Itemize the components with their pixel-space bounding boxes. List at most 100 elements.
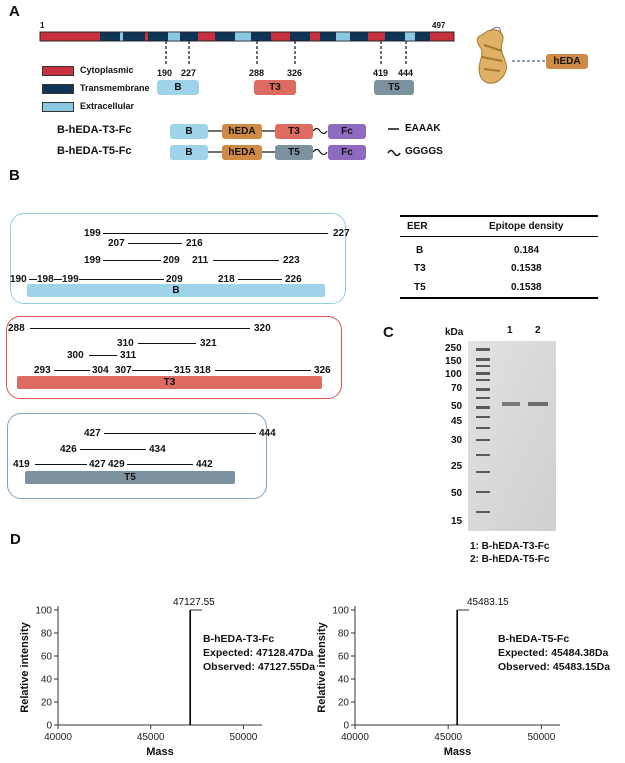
t5-epitope-right: 444: [259, 428, 276, 439]
marker-444: 444: [398, 68, 414, 78]
construct-2-name: B-hEDA-T5-Fc: [57, 145, 132, 157]
legend-cyto: Cytoplasmic: [80, 65, 134, 75]
ms2-x-tick-label: 45000: [434, 732, 462, 743]
construct-1-t3: T3: [275, 124, 313, 139]
marker-288: 288: [249, 68, 265, 78]
construct-1-heda: hEDA: [222, 124, 262, 139]
b-epitope-right: 223: [283, 255, 300, 266]
ms2-y-label: Relative intensity: [316, 621, 328, 712]
b-epitope-right: 227: [333, 228, 350, 239]
protein-structure-icon: [476, 26, 507, 84]
ms1-x-tick-label: 50000: [230, 732, 258, 743]
lane-1-band: [502, 402, 520, 406]
legend-swatch-extra: [42, 102, 74, 112]
table-cell: T5: [414, 282, 426, 293]
gel-mw: 250: [445, 343, 462, 354]
topology-end: 497: [432, 21, 446, 30]
ladder-bands: [476, 348, 490, 513]
panel-label-d: D: [10, 531, 21, 548]
linker-rigid-label: EAAAK: [405, 123, 441, 134]
ms2-x-tick-label: 50000: [527, 732, 555, 743]
t3-epitope-right: 320: [254, 323, 271, 334]
b-epitope-right: 209: [166, 274, 183, 285]
ms1-x-label: Mass: [146, 746, 174, 758]
t3-epitope-bar: T3: [17, 376, 322, 389]
table-header-rule: [400, 236, 598, 237]
b-epitope-left: 199: [84, 228, 101, 239]
marker-326: 326: [287, 68, 303, 78]
epitope-box-t5: [7, 413, 267, 499]
t5-epitope-left: 429: [108, 459, 125, 470]
t3-epitope-right: 311: [120, 350, 137, 361]
gel-mw: 50: [451, 488, 463, 499]
gel-lane-2: 2: [535, 325, 541, 336]
t3-epitope-left: 300: [67, 350, 84, 361]
ms2-y-tick-label: 40: [338, 675, 350, 686]
gel-unit: kDa: [445, 327, 464, 338]
topology-segments: [100, 32, 430, 41]
gel-mw: 15: [451, 516, 463, 527]
topology-diagram: [39, 26, 546, 157]
t3-epitope-left: 288: [8, 323, 25, 334]
t5-epitope-left: 427: [84, 428, 101, 439]
ms1-x-tick-label: 40000: [44, 732, 72, 743]
t3-epitope-right: 315: [174, 365, 191, 376]
gel-legend-2: 2: B-hEDA-T5-Fc: [470, 554, 550, 565]
gel-mw: 50: [451, 401, 463, 412]
b-epitope-mid: 198: [37, 274, 54, 285]
t3-epitope-right: 326: [314, 365, 331, 376]
epitope-box-b: [10, 213, 346, 304]
region-b: B: [157, 80, 199, 95]
marker-419: 419: [373, 68, 389, 78]
t3-epitope-right: 304: [92, 365, 109, 376]
construct-1-b: B: [170, 124, 208, 139]
marker-190: 190: [157, 68, 173, 78]
legend-extra: Extracellular: [80, 101, 135, 111]
t3-epitope-left: 293: [34, 365, 51, 376]
ms2-y-tick-label: 0: [343, 721, 349, 732]
ms2-y-tick-label: 60: [338, 652, 350, 663]
b-epitope-left: 218: [218, 274, 235, 285]
ms1-title: B-hEDA-T3-Fc: [203, 633, 275, 645]
ms2-expected: Expected: 45484.38Da: [498, 647, 609, 659]
gel-mw: 100: [445, 369, 462, 380]
ms1-y-tick-label: 60: [41, 652, 53, 663]
ms2-y-tick-label: 100: [332, 606, 349, 617]
gel-mw: 45: [451, 416, 463, 427]
ms2-x-label: Mass: [444, 746, 472, 758]
ms2-observed: Observed: 45483.15Da: [498, 661, 611, 673]
table-cell: 0.184: [514, 245, 540, 256]
b-epitope-right: 209: [163, 255, 180, 266]
t5-epitope-right: 427: [89, 459, 106, 470]
linker-flexible-label: GGGGS: [405, 146, 443, 157]
region-t3: T3: [254, 80, 296, 95]
ms2-y-tick-label: 80: [338, 629, 350, 640]
t3-epitope-left: 310: [117, 338, 134, 349]
gel-mw: 30: [451, 435, 463, 446]
b-epitope-left: 199: [84, 255, 101, 266]
table-cell: B: [416, 245, 424, 256]
b-epitope-left: 211: [192, 255, 209, 266]
gel-legend-1: 1: B-hEDA-T3-Fc: [470, 541, 550, 552]
t5-epitope-bar: T5: [25, 471, 235, 484]
gel-image: [468, 341, 556, 531]
b-epitope-left: 207: [108, 238, 125, 249]
table-bottom-rule: [400, 297, 598, 299]
gel-mw: 70: [451, 383, 463, 394]
construct-2-t5: T5: [275, 145, 313, 160]
ms2-y-tick-label: 20: [338, 698, 350, 709]
hEDA-label: hEDA: [546, 54, 588, 69]
ms1-peak-label: 47127.55: [173, 597, 215, 608]
ms2-title: B-hEDA-T5-Fc: [498, 633, 570, 645]
topology-start: 1: [40, 21, 45, 30]
construct-1-fc: Fc: [328, 124, 366, 139]
construct-2-heda: hEDA: [222, 145, 262, 160]
ms1-y-tick-label: 0: [46, 721, 52, 732]
ms1-observed: Observed: 47127.55Da: [203, 661, 316, 673]
b-epitope-right: 226: [285, 274, 302, 285]
legend-trans: Transmembrane: [80, 83, 150, 93]
t3-epitope-left: 318: [194, 365, 211, 376]
table-header-density: Epitope density: [489, 221, 564, 232]
panel-label-a: A: [9, 3, 20, 20]
